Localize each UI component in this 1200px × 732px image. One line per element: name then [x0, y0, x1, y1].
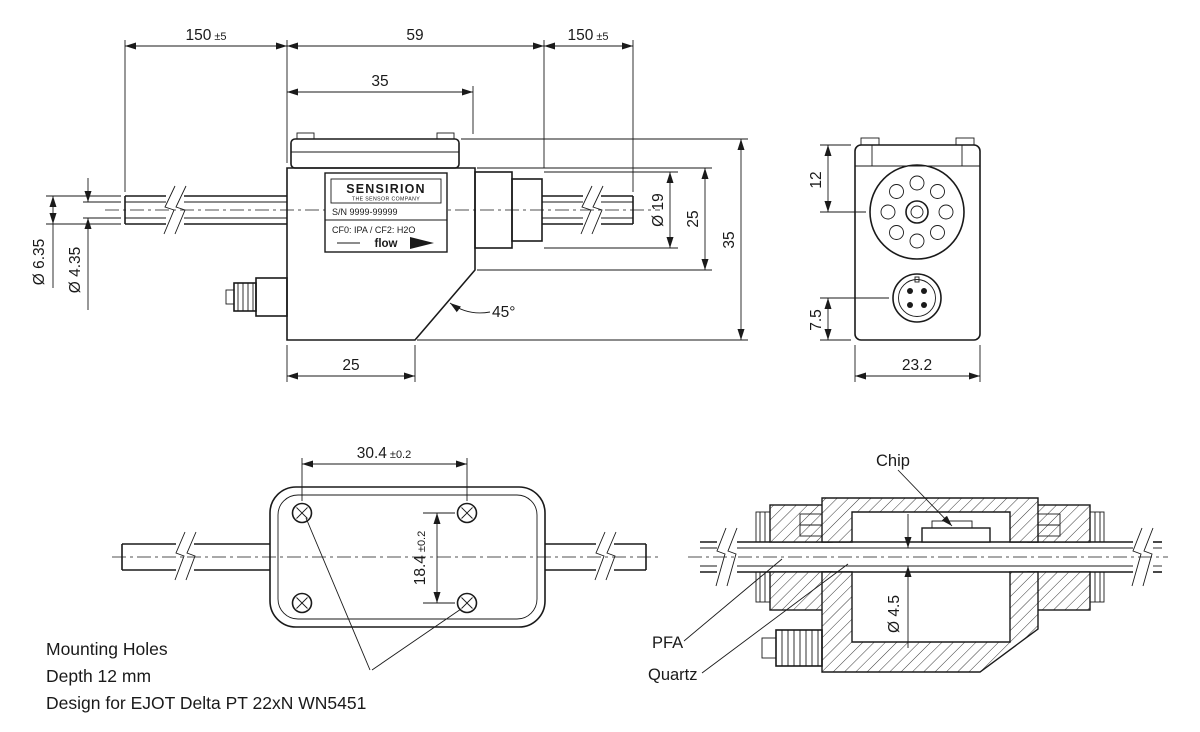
dim-fitting-dia-label: Ø 19	[650, 193, 667, 227]
outlet-tube-top	[545, 531, 647, 581]
pipe-break-icon	[591, 185, 604, 235]
dim-chamfer-angle-label: 45°	[492, 304, 515, 321]
dim-connector-offset-label: 7.5	[808, 309, 825, 331]
flow-label: flow	[375, 238, 398, 250]
connector-key-notch	[914, 276, 920, 283]
pipe-break-icon	[174, 531, 186, 581]
m8-connector-face	[892, 273, 942, 323]
body-top-outline	[269, 486, 546, 628]
outlet-tube	[542, 185, 634, 235]
dim-bore: Ø 4.5	[886, 514, 912, 648]
dim-housing-width: 35	[287, 73, 474, 134]
lower-housing-section	[761, 571, 1039, 673]
dim-hole-spacing-x: 30.4±0.2	[301, 445, 468, 501]
dim-hole-spacing-y: 18.4±0.2	[412, 512, 455, 604]
dim-hole-spacing-x-label: 30.4±0.2	[357, 445, 412, 462]
chip-label: Chip	[876, 452, 910, 470]
dim-base-width: 25	[286, 345, 416, 382]
pipe-break-icon	[715, 527, 727, 587]
inlet-tube	[124, 185, 287, 235]
quartz-label: Quartz	[648, 666, 698, 684]
dim-tube-diameters: Ø 6.35 Ø 4.35	[31, 178, 121, 310]
dim-upper-height-label: 25	[685, 210, 702, 227]
section-view: Chip PFA Quartz Ø 4.5	[648, 452, 1168, 684]
dim-tube-od-label: Ø 6.35	[31, 239, 48, 286]
end-view: 12 7.5 23.2	[808, 137, 981, 382]
electrical-connector-section	[761, 629, 823, 667]
dim-end-view: 12 7.5 23.2	[808, 144, 981, 382]
section-callouts: Chip PFA Quartz	[648, 452, 953, 684]
dim-housing-width-label: 35	[371, 73, 388, 90]
pfa-label: PFA	[652, 634, 683, 652]
note-line3: Design for EJOT Delta PT 22xN WN5451	[46, 693, 366, 713]
dim-overall-height-label: 35	[721, 231, 738, 248]
dim-top-row: 150±5 59 150±5	[124, 27, 634, 192]
dim-bore-dia-label: Ø 4.5	[886, 595, 903, 633]
brand-logo-box	[330, 178, 442, 204]
pipe-break-icon	[726, 527, 738, 587]
electrical-connector	[225, 277, 288, 317]
dim-tube-id-label: Ø 4.35	[67, 247, 84, 294]
top-view: 30.4±0.2 18.4±0.2 Mounting Holes Depth 1…	[46, 445, 658, 713]
dim-hole-spacing-y-label: 18.4±0.2	[412, 531, 429, 586]
brand-tagline: THE SENSOR COMPANY	[352, 197, 420, 203]
pipe-break-icon	[1142, 527, 1154, 587]
cap-screw-tab	[296, 132, 315, 140]
side-view: SENSIRION THE SENSOR COMPANY S/N 9999-99…	[31, 27, 748, 382]
dim-depth-label: 23.2	[902, 357, 932, 374]
pipe-break-icon	[185, 531, 197, 581]
dim-overall-width: 59	[406, 27, 423, 44]
product-label: SENSIRION THE SENSOR COMPANY S/N 9999-99…	[324, 172, 448, 253]
body-cap	[290, 138, 460, 169]
pipe-break-icon	[174, 185, 187, 235]
cap-screw-tab	[955, 137, 975, 146]
pipe-break-icon	[580, 185, 593, 235]
serial-number: S/N 9999-99999	[332, 207, 398, 217]
brand-text: SENSIRION	[346, 182, 426, 196]
cap-screw-tab	[436, 132, 455, 140]
cap-screw-tab	[860, 137, 880, 146]
dim-chamfer-angle: 45°	[449, 302, 515, 321]
calibration-text: CF0: IPA / CF2: H2O	[332, 225, 415, 235]
top-plate-section	[799, 497, 1061, 543]
chip-die	[931, 520, 973, 529]
pipe-break-icon	[163, 185, 176, 235]
dim-outlet-tube-length: 150±5	[567, 27, 608, 44]
flow-arrow-icon	[410, 237, 434, 249]
mounting-holes-callout: Mounting Holes Depth 12 mm Design for EJ…	[46, 517, 462, 713]
pipe-break-icon	[605, 531, 617, 581]
mounting-screws	[291, 502, 478, 614]
pipe-break-icon	[594, 531, 606, 581]
end-body-outline	[854, 144, 981, 341]
tube-fitting-nut	[511, 178, 543, 242]
pipe-break-icon	[1131, 527, 1143, 587]
sensor-chip	[921, 527, 991, 543]
inlet-tube-top	[121, 531, 270, 581]
lid-inner-line	[277, 494, 538, 620]
dim-top-to-center-label: 12	[808, 171, 825, 188]
note-line1: Mounting Holes	[46, 639, 168, 659]
dim-inlet-tube-length: 150±5	[185, 27, 226, 44]
fitting-flange-face	[869, 164, 965, 260]
dim-right-column: Ø 19 25 35	[417, 138, 748, 341]
note-line2: Depth 12 mm	[46, 666, 151, 686]
dim-base-width-label: 25	[342, 357, 359, 374]
